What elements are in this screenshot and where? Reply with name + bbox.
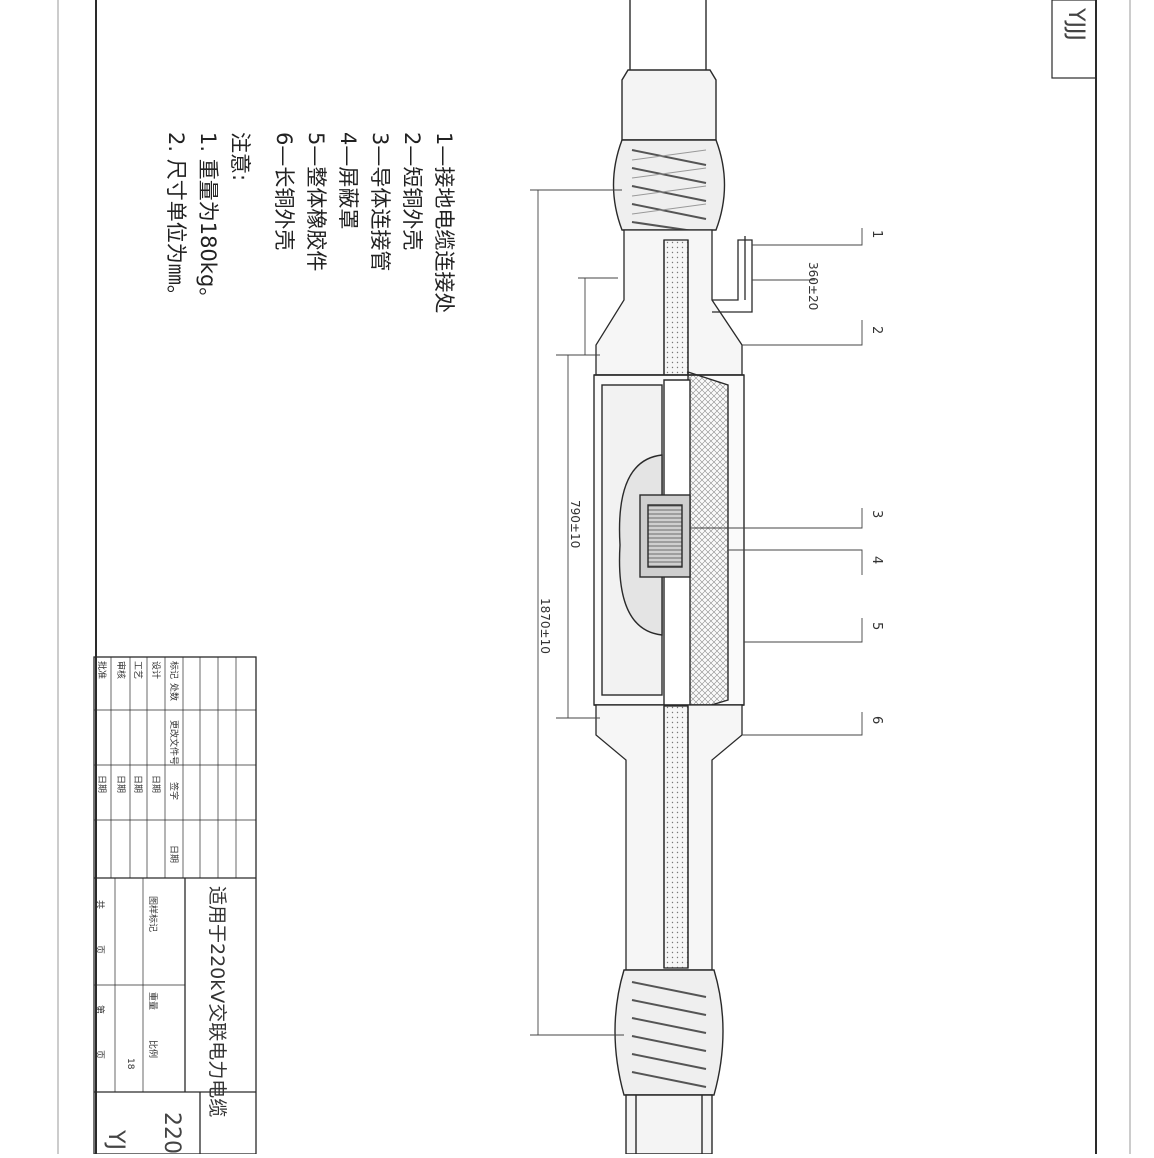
tb-change-doc: 更改文件号: [168, 720, 178, 766]
legend-item: 4—屏蔽罩: [336, 132, 360, 230]
upper-core: [595, 229, 743, 381]
tb-role-review: 审核: [115, 661, 125, 680]
legend-item: 2—短铜外壳: [400, 132, 424, 251]
tb-role-design: 设计: [150, 661, 160, 680]
tb-code-bottom: YJ: [103, 1130, 128, 1150]
legend-item: 6—长铜外壳: [272, 132, 296, 251]
tb-date-label: 日期: [150, 775, 160, 794]
callout-2: 2: [869, 326, 884, 335]
tb-change-mark: 标记: [168, 661, 178, 680]
tb-scale-label: 比例: [147, 1040, 157, 1059]
tb-change-sign: 签字: [168, 782, 178, 801]
tb-change-date: 日期: [168, 845, 178, 864]
legend-item: 1—接地电缆连接处: [432, 132, 456, 314]
lower-cable: [625, 1094, 713, 1155]
remark-item: 2. 尺寸单位为㎜。: [164, 132, 188, 306]
lower-corrugation: [614, 969, 724, 1096]
remarks-title: 注意:: [228, 132, 252, 182]
upper-corrugation: [612, 139, 726, 233]
tb-date-label: 日期: [132, 775, 142, 794]
tb-voltage-fragment: 220: [159, 1112, 184, 1154]
callout-leaders: [690, 228, 863, 736]
tb-weight-label: 重量: [147, 992, 157, 1011]
tb-date-label: 日期: [115, 775, 125, 794]
tb-sheet-total: 共: [94, 900, 104, 910]
tb-date-label: 日期: [96, 775, 106, 794]
callout-5: 5: [869, 622, 884, 631]
tb-change-count: 处数: [168, 683, 178, 702]
tb-code-top: YJJJ: [1063, 8, 1088, 41]
tb-scale-value: 18: [125, 1058, 135, 1070]
callout-3: 3: [869, 510, 884, 519]
ground-lead: [712, 236, 753, 313]
tb-sheet-no: 第: [94, 1005, 104, 1015]
tb-role-process: 工艺: [132, 661, 142, 680]
sheet-border: [57, 0, 1131, 1154]
tb-sheet-page: 页: [94, 1050, 104, 1060]
tb-stage-label: 图样标记: [147, 896, 157, 933]
dim-total-length: 1870±10: [538, 598, 552, 654]
dim-ground-lead: 360±20: [806, 262, 820, 311]
lower-core: [595, 704, 743, 971]
callout-1: 1: [869, 230, 884, 239]
drawing-title: 适用于220kV交联电力电缆: [206, 886, 228, 1118]
callout-4: 4: [869, 556, 884, 565]
upper-cable: [621, 0, 717, 141]
tb-sheet-page: 页: [94, 945, 104, 955]
callout-6: 6: [869, 716, 884, 725]
parts-legend: 1—接地电缆连接处 2—短铜外壳 3—导体连接管 4—屏蔽罩 5—整体橡胶件 6…: [160, 132, 460, 313]
remark-item: 1. 重量为180kg。: [196, 132, 220, 309]
tb-role-approve: 批准: [96, 661, 106, 680]
dim-inner-length: 790±10: [568, 500, 582, 549]
legend-item: 5—整体橡胶件: [304, 132, 328, 272]
dimension-lines: [530, 189, 815, 1036]
legend-item: 3—导体连接管: [368, 132, 392, 272]
joint-body: [593, 371, 745, 713]
